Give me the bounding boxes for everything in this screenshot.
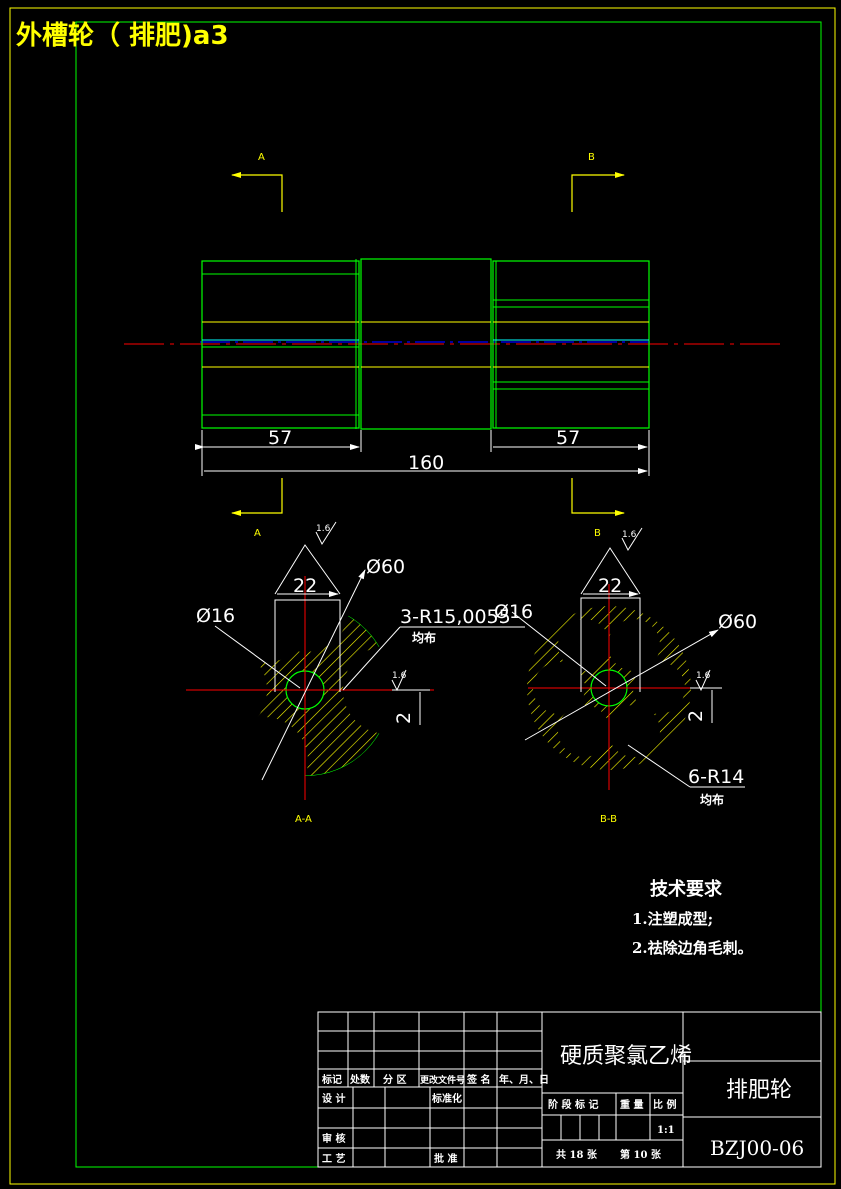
svg-text:更改文件号: 更改文件号 bbox=[420, 1074, 465, 1086]
dim-right-57: 57 bbox=[556, 427, 580, 449]
svg-text:均布: 均布 bbox=[700, 792, 724, 807]
dim-dia16-a: Ø16 bbox=[196, 605, 235, 627]
section-marker-a-top: A bbox=[231, 152, 283, 212]
svg-text:重 量: 重 量 bbox=[620, 1098, 643, 1111]
dim-left-57: 57 bbox=[268, 427, 292, 449]
svg-text:批 准: 批 准 bbox=[434, 1152, 457, 1165]
dim-total-160: 160 bbox=[408, 452, 444, 474]
svg-text:1.6: 1.6 bbox=[392, 671, 407, 681]
label-bb: B-B bbox=[600, 814, 617, 825]
svg-text:共 18 张: 共 18 张 bbox=[556, 1148, 598, 1161]
svg-text:处数: 处数 bbox=[349, 1073, 371, 1086]
drawing-title: 外槽轮（ 排肥)a3 bbox=[16, 21, 229, 51]
svg-text:比 例: 比 例 bbox=[653, 1098, 676, 1111]
section-a-a: 22 1.6 Ø60 Ø16 3-R15,0055 均布 1.6 2 A-A bbox=[180, 521, 525, 825]
section-marker-b-bottom: B bbox=[571, 478, 625, 539]
svg-text:阶 段 标 记: 阶 段 标 记 bbox=[548, 1098, 598, 1111]
scale-value: 1:1 bbox=[657, 1125, 675, 1136]
groove-note-a: 3-R15,0055 bbox=[400, 606, 511, 628]
drawing-number: BZJ00-06 bbox=[710, 1136, 804, 1160]
svg-text:标准化: 标准化 bbox=[431, 1092, 462, 1105]
dim-dia60-a: Ø60 bbox=[366, 556, 405, 578]
title-block bbox=[317, 1011, 822, 1168]
section-marker-b-top: B bbox=[571, 152, 625, 212]
dim-dia60-b: Ø60 bbox=[718, 611, 757, 633]
svg-text:签 名: 签 名 bbox=[466, 1073, 490, 1086]
svg-text:1.注塑成型;: 1.注塑成型; bbox=[632, 910, 713, 928]
svg-text:第 10 张: 第 10 张 bbox=[620, 1148, 662, 1161]
svg-text:标记: 标记 bbox=[321, 1073, 342, 1086]
section-marker-a-bottom: A bbox=[231, 478, 283, 539]
outer-border bbox=[9, 7, 836, 1185]
svg-text:审 核: 审 核 bbox=[322, 1132, 345, 1145]
svg-text:工 艺: 工 艺 bbox=[322, 1152, 345, 1165]
svg-text:1.6: 1.6 bbox=[316, 524, 331, 534]
svg-text:1.6: 1.6 bbox=[696, 671, 711, 681]
dim-width-b: 22 bbox=[598, 575, 622, 597]
svg-text:A: A bbox=[254, 528, 261, 539]
svg-text:B: B bbox=[594, 528, 601, 539]
svg-text:2: 2 bbox=[393, 712, 415, 724]
length-dimensions: 57 57 160 bbox=[195, 427, 650, 476]
svg-text:B: B bbox=[588, 152, 595, 163]
svg-text:1.6: 1.6 bbox=[622, 530, 637, 540]
svg-text:A: A bbox=[258, 152, 265, 163]
svg-text:设 计: 设 计 bbox=[322, 1092, 345, 1105]
title-block-text: 硬质聚氯乙烯 排肥轮 BZJ00-06 标记 处数 分 区 更改文件号 签 名 … bbox=[321, 1044, 804, 1165]
dim-width-a: 22 bbox=[293, 575, 317, 597]
label-aa: A-A bbox=[295, 814, 312, 825]
svg-text:2.祛除边角毛刺。: 2.祛除边角毛刺。 bbox=[632, 939, 753, 957]
groove-note-b: 6-R14 bbox=[688, 766, 744, 788]
tech-requirements: 技术要求 1.注塑成型; 2.祛除边角毛刺。 bbox=[632, 878, 753, 957]
svg-text:分 区: 分 区 bbox=[383, 1073, 406, 1086]
svg-text:2: 2 bbox=[685, 710, 707, 722]
dim-dia16-b: Ø16 bbox=[494, 601, 533, 623]
part-name: 排肥轮 bbox=[726, 1078, 792, 1103]
section-b-b: 22 1.6 Ø60 Ø16 6-R14 均布 1.6 2 B-B bbox=[494, 527, 757, 825]
svg-text:均布: 均布 bbox=[412, 630, 436, 645]
svg-text:年、月、日: 年、月、日 bbox=[499, 1073, 549, 1086]
material: 硬质聚氯乙烯 bbox=[560, 1044, 692, 1069]
front-view bbox=[124, 258, 780, 430]
svg-text:技术要求: 技术要求 bbox=[650, 878, 723, 900]
